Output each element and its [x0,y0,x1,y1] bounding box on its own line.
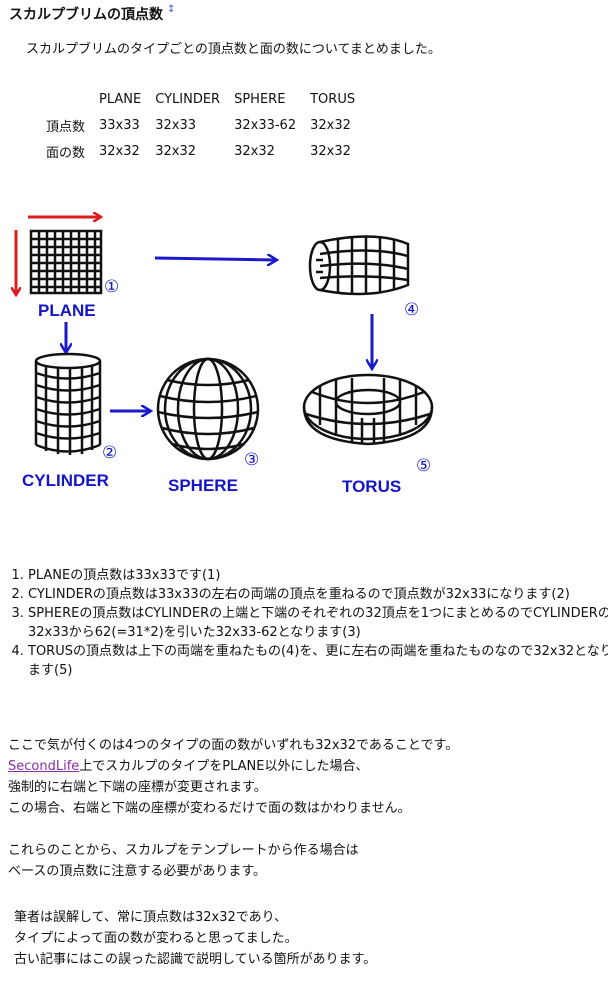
table-cell: 32x32 [155,143,197,159]
table-row: 頂点数 33x33 32x33 32x33-62 32x32 [40,112,363,138]
number-2: ② [102,443,117,463]
secondlife-link[interactable]: SecondLife [8,759,80,774]
para-line: この場合、右端と下端の座標が変わるだけで面の数はかわりません。 [8,801,411,816]
para-line: 筆者は誤解して、常に頂点数は32x32であり、 [14,910,288,925]
table-cell: 32x32 [99,143,140,159]
label-sphere: SPHERE [168,476,238,495]
plane-shape [29,229,103,295]
table-cell: 面の数 [46,145,86,161]
explanation-list: PLANEの頂点数は33x33です(1) CYLINDERの頂点数は33x33の… [0,566,608,680]
table-header [40,86,93,112]
page-title: スカルプブリムの頂点数 ↕ [9,4,175,24]
table-header: PLANE [99,91,142,107]
para-line: 古い記事にはこの誤った認識で説明している箇所があります。 [14,952,377,967]
sphere-shape [156,357,260,461]
table-row: 面の数 32x32 32x32 32x32 32x32 [40,138,363,164]
table-cell: 32x33-62 [234,117,297,133]
number-4: ④ [404,300,419,320]
list-item: SPHEREの頂点数はCYLINDERの上端と下端のそれぞれの32頂点を1つにま… [28,604,608,642]
intro-text: スカルプブリムのタイプごとの頂点数と面の数についてまとめました。 [26,42,441,57]
label-cylinder: CYLINDER [22,471,109,490]
table-cell: 頂点数 [46,119,86,135]
table-header: TORUS [310,91,356,107]
para-text: 上でスカルプのタイプをPLANE以外にした場合、 [79,759,369,774]
table-cell: 32x32 [310,143,351,159]
number-1: ① [104,277,119,297]
list-item: TORUSの頂点数は上下の両端を重ねたもの(4)を、更に左右の両端を重ねたものな… [28,642,608,680]
table-header-row: PLANE CYLINDER SPHERE TORUS [40,86,363,112]
para-line: 強制的に右端と下端の座標が変更されます。 [8,780,267,795]
label-torus: TORUS [342,477,401,496]
para-line: SecondLife上でスカルプのタイプをPLANE以外にした場合、 [8,756,458,777]
table-cell: 32x32 [310,117,351,133]
paragraph-template: これらのことから、スカルプをテンプレートから作る場合は ベースの頂点数に注意する… [8,840,359,882]
table-cell: 33x33 [99,117,140,133]
number-5: ⑤ [416,456,431,476]
cylinder-shape [34,352,102,455]
prim-diagram: ① PLANE ② CYLINDER ③ SPHERE ④ [0,190,434,496]
vertex-table: PLANE CYLINDER SPHERE TORUS 頂点数 33x33 32… [40,86,363,164]
para-line: ここで気が付くのは4つのタイプの面の数がいずれも32x32であることです。 [8,738,459,753]
table-cell: 32x32 [234,143,275,159]
page-title-text: スカルプブリムの頂点数 [9,7,163,23]
table-header: CYLINDER [155,91,221,107]
table-header: SPHERE [234,91,286,107]
number-3: ③ [244,450,259,470]
arrow-plane-to-torus-start [154,258,276,260]
tube-shape [308,235,410,296]
table-cell: 32x33 [155,117,197,133]
para-line: これらのことから、スカルプをテンプレートから作る場合は [8,843,359,858]
torus-shape [302,373,434,446]
sort-icon[interactable]: ↕ [167,4,176,15]
list-item: CYLINDERの頂点数は33x33の左右の両端の頂点を重ねるので頂点数が32x… [28,585,608,604]
paragraph-note: 筆者は誤解して、常に頂点数は32x32であり、 タイプによって面の数が変わると思… [14,907,376,970]
label-plane: PLANE [38,301,96,320]
para-line: ベースの頂点数に注意する必要があります。 [8,864,267,879]
para-line: タイプによって面の数が変わると思ってました。 [14,931,298,946]
paragraph-faces: ここで気が付くのは4つのタイプの面の数がいずれも32x32であることです。 Se… [8,735,458,819]
list-item: PLANEの頂点数は33x33です(1) [28,566,608,585]
